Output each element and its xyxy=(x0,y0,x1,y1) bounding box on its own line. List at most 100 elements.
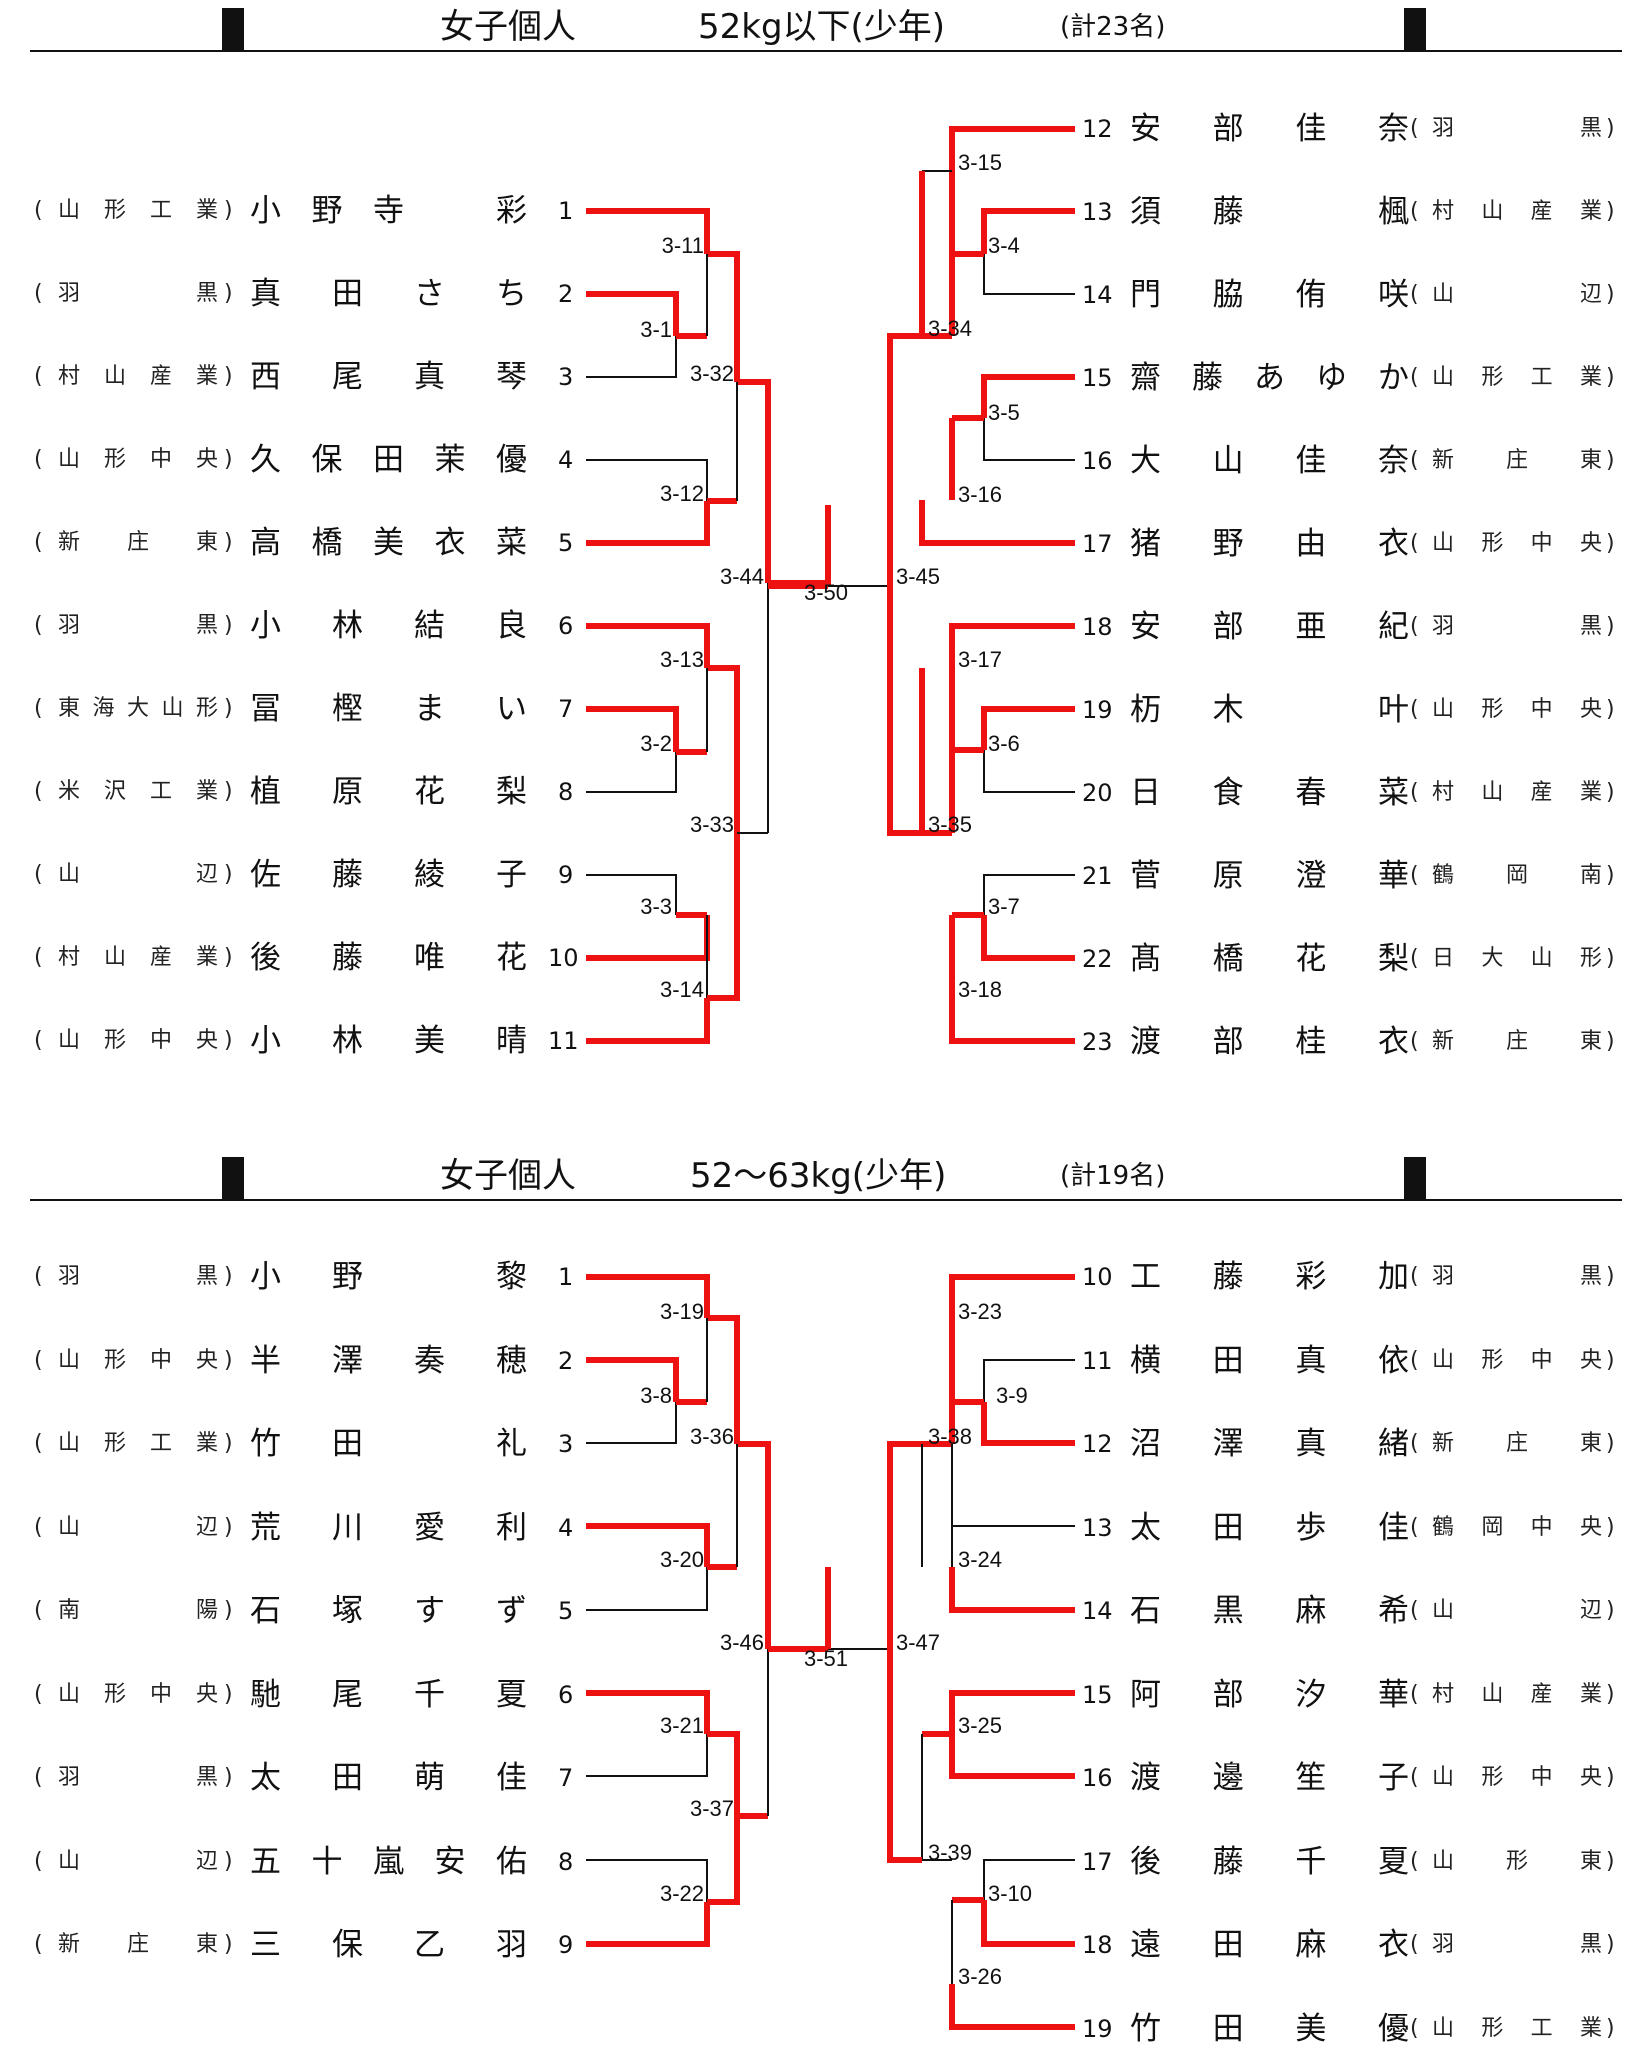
match-number: 3-2 xyxy=(640,731,672,756)
athlete-seed: 8 xyxy=(558,1847,574,1876)
bracket-line-winner xyxy=(586,1357,679,1402)
athlete-seed: 7 xyxy=(558,695,574,723)
match-number: 3-3 xyxy=(640,894,672,919)
header-bar-right xyxy=(1404,1157,1426,1199)
match-number: 3-23 xyxy=(958,1299,1002,1324)
bracket-line-winner xyxy=(949,998,1075,1044)
athlete-seed: 17 xyxy=(1082,1847,1113,1876)
athlete-seed: 11 xyxy=(548,1027,579,1055)
athlete-seed: 5 xyxy=(558,1597,574,1625)
bracket-line-winner xyxy=(586,1902,710,1947)
match-number: 3-11 xyxy=(662,233,704,258)
bracket-line-winner xyxy=(586,623,710,668)
athlete-seed: 6 xyxy=(558,1680,574,1709)
athlete-seed: 18 xyxy=(1082,613,1113,641)
match-number: 3-14 xyxy=(660,977,704,1002)
athlete-seed: 5 xyxy=(558,529,574,557)
bracket-line xyxy=(586,459,708,501)
bracket-line xyxy=(586,336,677,378)
athlete-seed: 17 xyxy=(1082,530,1113,558)
match-number: 3-20 xyxy=(660,1547,704,1572)
bracket-line xyxy=(983,254,1075,295)
header-bar-left xyxy=(222,8,244,50)
bracket-line-winner xyxy=(981,706,1075,750)
bracket-line xyxy=(586,1734,708,1777)
bracket-line-winner xyxy=(949,623,1075,668)
athlete-seed: 9 xyxy=(558,1931,574,1959)
athlete-seed: 9 xyxy=(558,861,574,889)
match-number: 3-34 xyxy=(928,316,972,341)
match-number: 3-18 xyxy=(958,977,1002,1002)
bracket-line-winner xyxy=(949,1734,1075,1779)
match-number: 3-38 xyxy=(928,1424,972,1449)
header-rule xyxy=(30,1199,1622,1201)
athlete-seed: 22 xyxy=(1082,945,1113,973)
athlete-seed: 15 xyxy=(1082,1680,1113,1709)
bracket-line-winner xyxy=(949,126,1075,171)
bracket-line-winner xyxy=(586,208,710,254)
bracket-line-winner xyxy=(949,1984,1075,2030)
match-number: 3-46 xyxy=(720,1630,764,1655)
athlete-seed: 16 xyxy=(1082,1764,1113,1792)
athlete-seed: 10 xyxy=(548,944,579,972)
header-bar-left xyxy=(222,1157,244,1199)
bracket-count: (計19名) xyxy=(1060,1161,1166,1191)
athlete-seed: 4 xyxy=(558,1513,574,1542)
athlete-seed: 1 xyxy=(558,197,574,225)
bracket-line-winner xyxy=(707,1816,740,1905)
athlete-seed: 3 xyxy=(558,363,574,391)
athlete-seed: 10 xyxy=(1082,1263,1113,1291)
match-number: 3-8 xyxy=(640,1383,672,1408)
match-number: 3-10 xyxy=(988,1881,1032,1906)
match-number: 3-21 xyxy=(660,1713,704,1738)
athlete-seed: 21 xyxy=(1082,862,1113,890)
bracket-weight: 52〜63kg(少年) xyxy=(690,1156,947,1196)
athlete-seed: 20 xyxy=(1082,779,1113,807)
bracket-line-winner xyxy=(707,833,740,1001)
match-number: 3-22 xyxy=(660,1881,704,1906)
athlete-seed: 12 xyxy=(1082,1430,1113,1458)
bracket-line xyxy=(983,874,1075,915)
athlete-seed: 11 xyxy=(1082,1346,1113,1375)
athlete-seed: 16 xyxy=(1082,447,1113,475)
header-rule xyxy=(30,50,1622,52)
bracket-line-winner xyxy=(981,915,1075,961)
bracket-line-winner xyxy=(981,1900,1075,1947)
athlete-seed: 14 xyxy=(1082,1597,1113,1625)
bracket-line-winner xyxy=(586,291,679,336)
athlete-seed: 6 xyxy=(558,612,574,640)
athlete-seed: 19 xyxy=(1082,2014,1113,2043)
match-number: 3-37 xyxy=(690,1796,734,1821)
bracket-line-winner xyxy=(887,333,922,586)
bracket-line-winner xyxy=(737,379,771,583)
bracket-line-winner xyxy=(981,1402,1075,1446)
